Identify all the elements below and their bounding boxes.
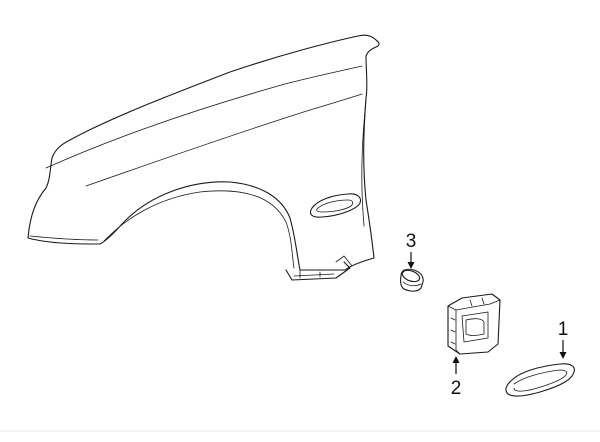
callout-3: 3 (406, 231, 417, 252)
callout-1-arrow (559, 340, 567, 359)
callout-3-arrow (407, 252, 415, 269)
part-3-plug (400, 268, 424, 292)
callout-1: 1 (558, 319, 569, 340)
part-2-bracket (447, 293, 501, 355)
callout-2-arrow (452, 356, 460, 374)
fender (27, 34, 380, 281)
callout-2: 2 (451, 378, 462, 399)
part-1-side-trim (505, 363, 575, 397)
